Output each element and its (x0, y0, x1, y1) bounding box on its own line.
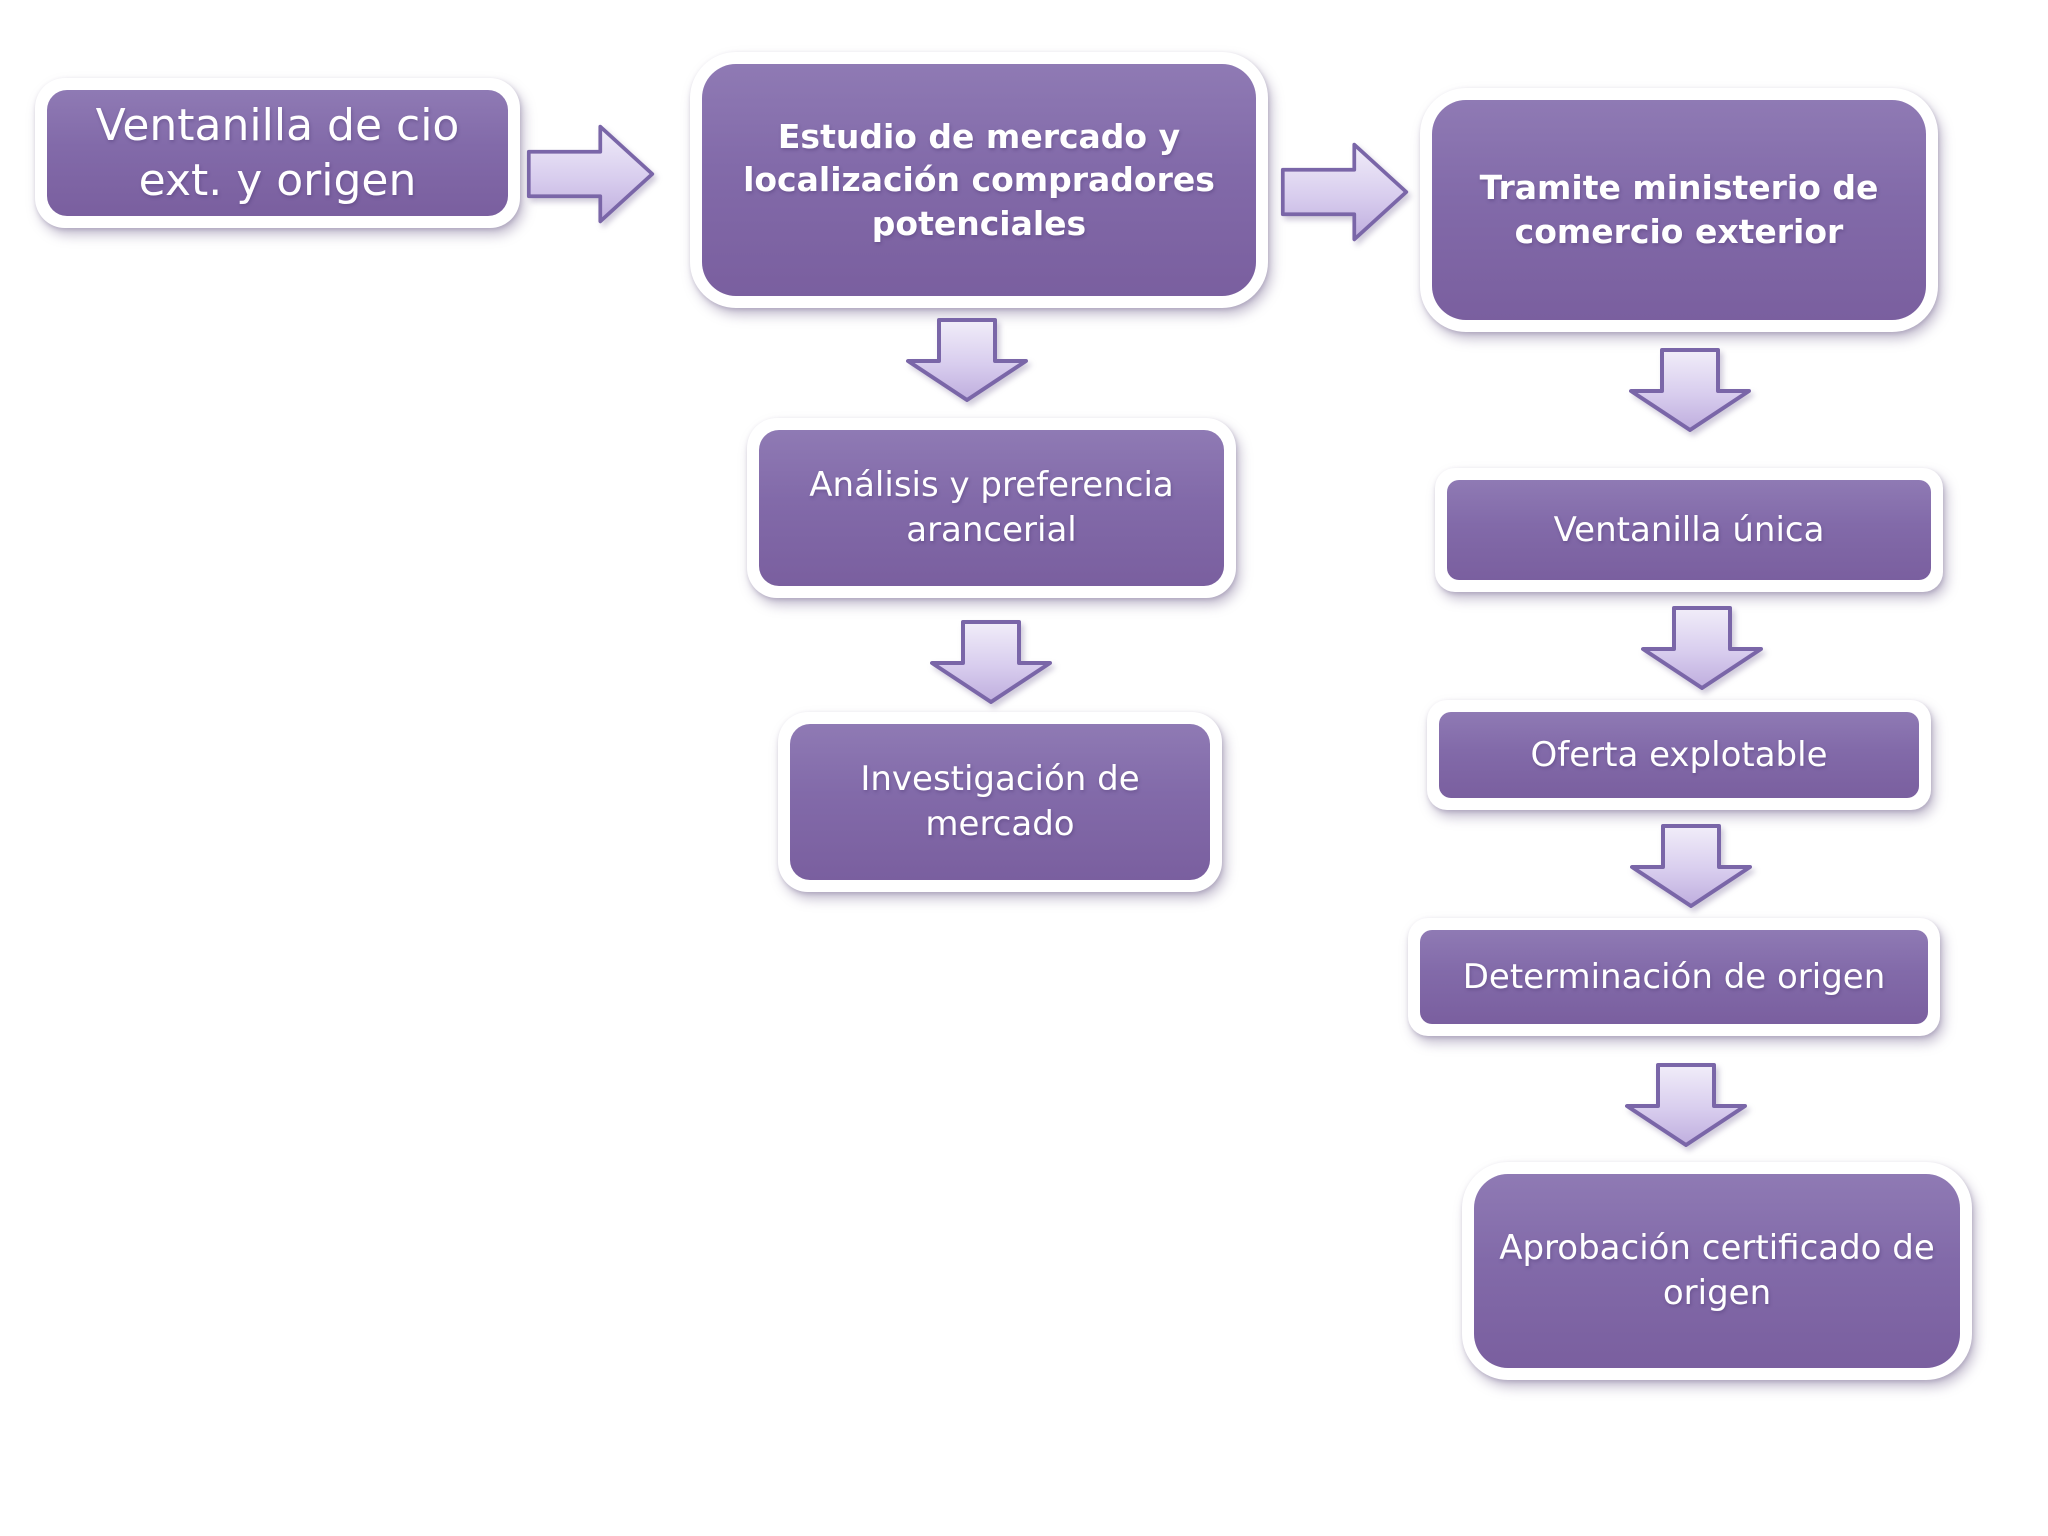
flow-step-label: Oferta explotable (1530, 734, 1828, 775)
flow-step-ventanilla-unica: Ventanilla única (1435, 468, 1943, 592)
flow-step-surface: Investigación de mercado (790, 724, 1210, 880)
flow-step-surface: Tramite ministerio de comercio exterior (1432, 100, 1926, 320)
flow-step-label: Ventanilla de cio ext. y origen (95, 100, 460, 206)
flow-step-label: Investigación de mercado (860, 759, 1140, 844)
down-arrow-icon (1625, 1063, 1747, 1147)
flow-step-analisis-preferencia-arancerial: Análisis y preferencia arancerial (747, 418, 1236, 598)
flow-step-determinacion-de-origen: Determinación de origen (1408, 918, 1940, 1036)
flow-step-surface: Ventanilla única (1447, 480, 1931, 580)
flow-step-label: Aprobación certificado de origen (1499, 1228, 1935, 1313)
flow-step-label: Análisis y preferencia arancerial (809, 465, 1174, 550)
flow-step-aprobacion-certificado: Aprobación certificado de origen (1462, 1162, 1972, 1380)
down-arrow-icon (1630, 824, 1752, 908)
down-arrow-icon (906, 318, 1028, 402)
flow-step-label: Tramite ministerio de comercio exterior (1479, 168, 1879, 251)
flow-step-estudio-de-mercado: Estudio de mercado y localización compra… (690, 52, 1268, 308)
down-arrow-icon (1629, 348, 1751, 432)
flow-step-surface: Análisis y preferencia arancerial (759, 430, 1224, 586)
down-arrow-icon (930, 620, 1052, 704)
flow-step-surface: Ventanilla de cio ext. y origen (47, 90, 508, 216)
flow-step-surface: Oferta explotable (1439, 712, 1919, 798)
right-arrow-icon (1280, 142, 1409, 242)
flow-step-surface: Aprobación certificado de origen (1474, 1174, 1960, 1368)
flow-step-label: Determinación de origen (1462, 956, 1886, 997)
flow-step-surface: Estudio de mercado y localización compra… (702, 64, 1256, 296)
right-arrow-icon (526, 124, 655, 224)
flow-step-investigacion-de-mercado: Investigación de mercado (778, 712, 1222, 892)
flow-step-ventanilla-cio-ext-y-origen: Ventanilla de cio ext. y origen (35, 78, 520, 228)
flow-step-oferta-explotable: Oferta explotable (1427, 700, 1931, 810)
flow-step-label: Ventanilla única (1553, 509, 1825, 550)
flow-step-tramite-ministerio: Tramite ministerio de comercio exterior (1420, 88, 1938, 332)
down-arrow-icon (1641, 606, 1763, 690)
flow-step-surface: Determinación de origen (1420, 930, 1928, 1024)
flow-step-label: Estudio de mercado y localización compra… (743, 116, 1215, 243)
